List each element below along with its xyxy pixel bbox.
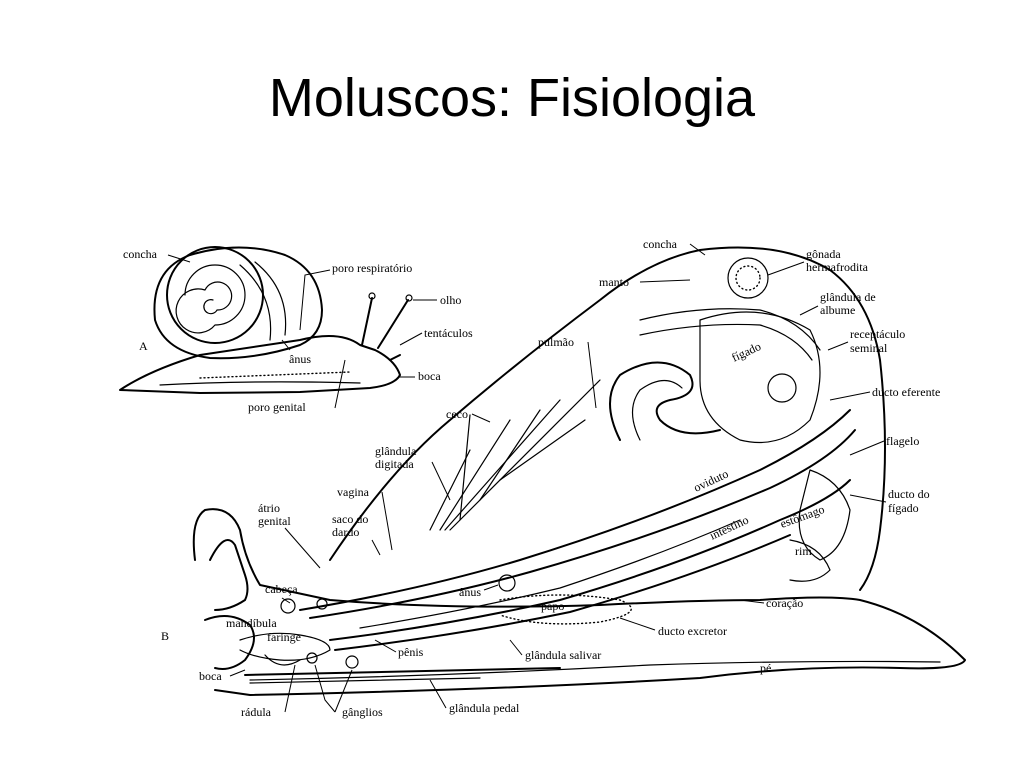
label-b-digitada-2: digitada: [375, 457, 414, 471]
label-b-pulmao: pulmão: [538, 335, 574, 349]
label-b-albume-2: albume: [820, 303, 855, 317]
label-b-ducto-excretor: ducto excretor: [658, 624, 727, 638]
label-b-receptaculo-2: seminal: [850, 341, 888, 355]
label-b-penis: pênis: [398, 645, 424, 659]
label-b-gonada-1: gônada: [806, 247, 841, 261]
label-b-vagina: vagina: [337, 485, 370, 499]
label-b-atrio-2: genital: [258, 514, 291, 528]
label-b-figado: fígado: [729, 339, 763, 365]
label-a-concha: concha: [123, 247, 158, 261]
label-b-faringe: faringe: [267, 630, 301, 644]
label-b-papo: papo: [541, 599, 564, 613]
label-b-atrio-1: átrio: [258, 501, 280, 515]
figure-a-letter: A: [139, 339, 148, 353]
label-b-ducto-figado-1: ducto do: [888, 487, 930, 501]
label-b-ducto-figado-2: fígado: [888, 501, 919, 515]
figure-b-internal-anatomy: [192, 246, 966, 696]
label-b-cabeca: cabeça: [265, 582, 298, 596]
label-b-boca: boca: [199, 669, 222, 683]
label-b-glandula-salivar: glândula salivar: [525, 648, 601, 662]
label-b-mandibula: mandíbula: [226, 616, 277, 630]
label-b-rim: rim: [795, 544, 812, 558]
label-b-radula: rádula: [241, 705, 272, 719]
label-a-poro-respiratorio: poro respiratório: [332, 261, 412, 275]
label-b-estomago: estômago: [778, 502, 826, 531]
label-a-boca: boca: [418, 369, 441, 383]
figure-a-external-snail: [119, 246, 413, 394]
label-b-digitada-1: glândula: [375, 444, 417, 458]
label-b-intestino: intestino: [707, 513, 750, 543]
label-b-anus: ânus: [459, 585, 481, 599]
label-a-poro-genital: poro genital: [248, 400, 306, 414]
slide-title: Moluscos: Fisiologia: [268, 68, 756, 128]
label-a-olho: olho: [440, 293, 461, 307]
label-b-saco-1: saco do: [332, 512, 368, 526]
label-b-ganglios: gânglios: [342, 705, 383, 719]
label-a-anus: ânus: [289, 352, 311, 366]
label-b-glandula-pedal: glândula pedal: [449, 701, 520, 715]
label-b-flagelo: flagelo: [886, 434, 919, 448]
label-b-albume-1: glândula de: [820, 290, 876, 304]
label-b-ceco: ceco: [446, 407, 468, 421]
label-b-saco-2: dardo: [332, 525, 359, 539]
figure-b-letter: B: [161, 629, 169, 643]
label-b-pe: pé: [760, 661, 771, 675]
label-a-tentaculos: tentáculos: [424, 326, 473, 340]
label-b-manto: manto: [599, 275, 629, 289]
label-b-concha: concha: [643, 237, 678, 251]
label-b-gonada-2: hermafrodita: [806, 260, 869, 274]
label-b-coracao: coração: [766, 596, 803, 610]
label-b-receptaculo-1: receptáculo: [850, 327, 905, 341]
label-b-ducto-eferente: ducto eferente: [872, 385, 940, 399]
